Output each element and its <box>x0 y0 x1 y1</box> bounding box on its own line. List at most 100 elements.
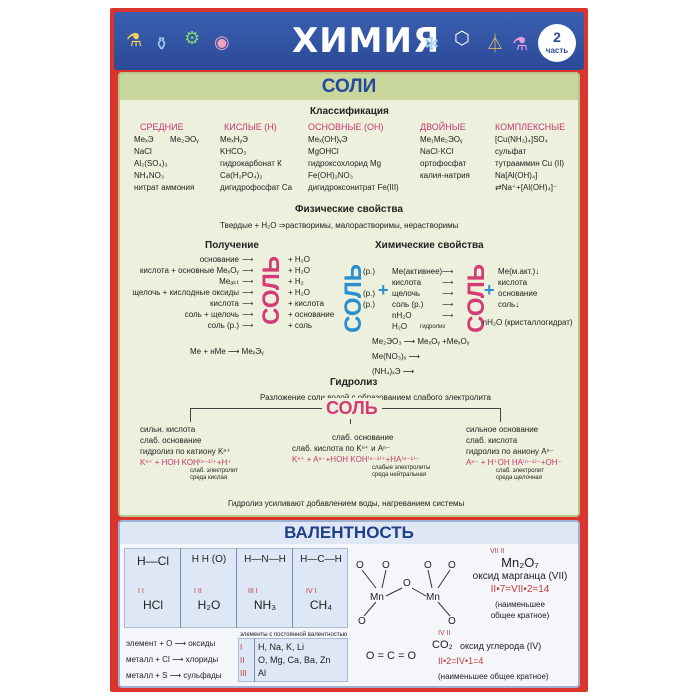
hydro-note: среда кислая <box>190 475 228 481</box>
h2o-structure: H H (O) <box>191 554 227 565</box>
chem-props-right: Me(м.акт.)↓ кислота основание соль↓ <box>498 266 539 310</box>
mol-divider <box>236 548 237 628</box>
class-line: MeₓЭ <box>134 135 154 144</box>
chem-left: (р.) <box>363 300 375 309</box>
class-line: NaCl <box>134 147 152 156</box>
valency-value: III <box>240 669 247 678</box>
class-line: ⇄Na⁺+[Al(OH)₄]⁻ <box>495 183 558 192</box>
hydrolysis-title: Гидролиз <box>330 377 378 388</box>
prep-left: кислота <box>209 299 239 308</box>
hydrolysis-case-0: сильн. кислота слаб. основание гидролиз … <box>140 424 238 482</box>
class-head-0: СРЕДНИЕ <box>140 122 184 132</box>
class-line: Fe(OH)₂NO₃ <box>308 171 354 180</box>
molecule-icon: ✻ <box>424 34 440 54</box>
class-line: MeₓHᵧЭ <box>220 135 248 144</box>
class-line: гидроксохлорид Mg <box>308 159 382 168</box>
flask-icon: ⚱ <box>154 34 170 54</box>
hydrolysis-case-1: слаб. основание слаб. кислота по Kⁿ⁺ и A… <box>292 432 430 479</box>
class-line: Al₂(SO₄)₃ <box>134 159 168 168</box>
salt-word-pink: СОЛЬ <box>258 256 285 325</box>
class-line: NH₄NO₃ <box>134 171 165 180</box>
physical-title: Физические свойства <box>295 204 403 215</box>
part-label: часть <box>545 46 569 55</box>
class-line: MgOHCl <box>308 147 339 156</box>
hydro-line: слаб. кислота по Kⁿ⁺ и Aⁿ⁻ <box>292 444 391 453</box>
valency-elements: O, Mg, Ca, Ba, Zn <box>258 655 331 665</box>
nh3-roman: III I <box>248 588 258 595</box>
prep-right: + H₂O <box>288 255 310 264</box>
hydro-line: сильн. кислота <box>140 425 196 434</box>
ch4-formula: CH₄ <box>309 598 333 612</box>
co2-name: оксид углерода (IV) <box>460 641 542 651</box>
chem-left: (р.) <box>363 267 375 276</box>
rules-list: элемент + O ⟶ оксиды металл + Cl ⟶ хлори… <box>126 636 222 684</box>
valency-title: ВАЛЕНТНОСТЬ <box>120 522 578 544</box>
class-line: калия-натрия <box>420 171 470 180</box>
class-line: NaCl·KCl <box>420 147 454 156</box>
class-line: [Cu(NH₃)₄]SO₄ <box>495 135 548 144</box>
nh3-formula: NH₃ <box>253 598 277 612</box>
chem-mid: nH₂O <box>392 311 412 320</box>
prep-right: + соль <box>288 321 313 330</box>
class-line: тутрааммин Cu (II) <box>495 159 565 168</box>
chem-props-left: (р.) (р.) (р.) <box>363 266 375 310</box>
hydrolysis-footer: Гидролиз усиливают добавлением воды, наг… <box>228 499 465 508</box>
table-divider <box>254 638 255 682</box>
prep-right: + основание <box>288 310 335 319</box>
chem-mid: Me(активнее) <box>392 267 443 276</box>
valency-value: II <box>240 656 245 665</box>
decomp-line: Me(NO₃)ₓ ⟶ <box>372 352 421 361</box>
mn2o7-note-1: (наименьшее <box>495 600 545 609</box>
conical-flask-icon: ⏃ <box>486 34 504 54</box>
physical-text: Твердые + H₂O ⇒растворимы, малорастворим… <box>220 221 459 230</box>
o-atom: O <box>382 560 390 571</box>
branch-left <box>190 408 191 422</box>
prep-left: основание <box>199 255 239 264</box>
prep-right: + H₂O <box>288 266 310 275</box>
crystal-hydrate: ·nH₂O (кристаллогидрат) <box>480 318 573 327</box>
hydro-line: слаб. основание <box>332 433 394 442</box>
constant-valency-elements: H, Na, K, Li O, Mg, Ca, Ba, Zn Al <box>258 641 331 680</box>
class-line: ортофосфат <box>420 159 467 168</box>
class-line: Ca(H₂PO₄)₂ <box>220 171 263 180</box>
benzene-icon: ⬡ <box>454 28 470 48</box>
class-line: Me₂ЭOᵧ <box>170 135 199 144</box>
mn2o7-structure-svg: O O O O O O O Mn Mn <box>356 560 456 627</box>
constant-valency-values: I II III <box>240 641 247 680</box>
o-atom: O <box>448 560 456 571</box>
class-head-2: ОСНОВНЫЕ (ОН) <box>308 122 384 132</box>
mn-atom: Mn <box>426 592 440 603</box>
o-atom: O <box>403 578 411 589</box>
hcl-formula: HCl <box>143 598 163 612</box>
class-head-4: КОМПЛЕКСНЫЕ <box>495 122 566 132</box>
valency-elements: H, Na, K, Li <box>258 642 305 652</box>
class-line: Na[Al(OH)₄] <box>495 171 538 180</box>
prep-right: + кислота <box>288 299 324 308</box>
co2-roman: IV II <box>438 630 451 637</box>
valency-section: ВАЛЕНТНОСТЬ H—Cl I I HCl H H (O) I II H₂… <box>118 520 580 688</box>
hydro-line: слаб. кислота <box>466 436 518 445</box>
mol-divider <box>292 548 293 628</box>
class-line: Meₓ(OH)ᵧЭ <box>308 135 348 144</box>
class-line: KHCO₃ <box>220 147 247 156</box>
class-col-4: [Cu(NH₃)₄]SO₄ сульфат тутрааммин Cu (II)… <box>495 134 564 194</box>
nh3-structure: H—N—H <box>244 554 286 565</box>
mn2o7-formula: Mn₂O₇ <box>501 555 539 570</box>
hydro-line: слаб. основание <box>140 436 202 445</box>
poster-frame: ⚗ ⚱ ⚙ ◉ ХИМИЯ ✻ ⬡ ⏃ ⚗ 2 часть СОЛИ Класс… <box>110 8 588 692</box>
class-line: сульфат <box>495 147 527 156</box>
o-atom: O <box>358 616 366 627</box>
hydro-eq: Aⁿ⁻ + H⁺OH HA⁽ⁿ⁻¹⁾⁻+OH⁻ <box>466 458 562 467</box>
hydro-note: среда щелочная <box>496 475 542 481</box>
h2o-formula: H₂O <box>197 598 221 612</box>
decomposition-list: Me₂ЭO₃ ⟶ MeₓOᵧ +MeₓOᵧ Me(NO₃)ₓ ⟶ (NH₄)ₓЭ… <box>372 336 469 377</box>
hcl-structure: H—Cl <box>137 554 169 568</box>
co2-note: (наименьшее общее кратное) <box>438 672 549 681</box>
chem-mid: щелочь <box>392 289 421 298</box>
decomp-line: (NH₄)ₓЭ ⟶ <box>372 367 415 376</box>
rule-item: металл + S ⟶ сульфады <box>126 671 222 680</box>
class-col-2: Meₓ(OH)ᵧЭ MgOHCl гидроксохлорид Mg Fe(OH… <box>308 134 399 194</box>
salt-word-hydrolysis: СОЛЬ <box>322 398 382 419</box>
hydro-note: слаб. электролит <box>496 468 544 474</box>
hydro-note: слаб. электролит <box>190 468 238 474</box>
